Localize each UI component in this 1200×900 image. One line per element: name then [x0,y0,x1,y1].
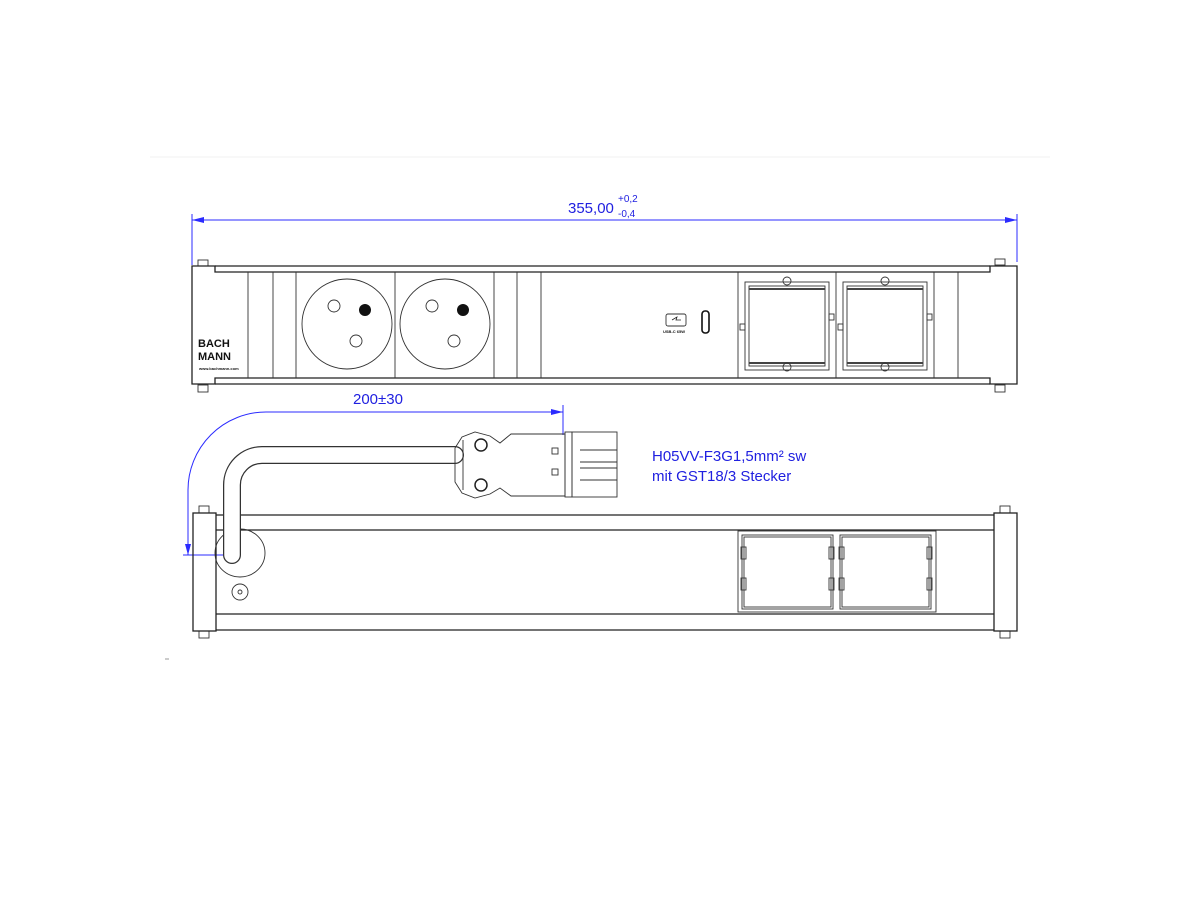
keystone-rear-2 [838,534,933,610]
rear-view [192,505,1018,639]
keystone-rear-1 [740,534,835,610]
logo-url: www.bachmann.com [198,366,239,371]
charging-icon [665,313,687,327]
logo-line1: BACH [198,338,230,350]
power-cable [223,446,464,564]
overall-length-tol-upper: +0,2 [618,194,638,205]
usb-c-module: USB-C 65W [663,310,710,334]
cable-spec-line2: mit GST18/3 Stecker [652,468,791,485]
socket-outlet-2 [399,278,491,370]
logo-line2: MANN [198,351,231,363]
overall-length-dimension: 355,00 +0,2 -0,4 [191,194,1018,265]
gst18-connector [454,431,618,499]
keystone-frame-1 [739,276,835,372]
overall-length-value: 355,00 [568,200,614,217]
screw-icon [231,583,249,601]
socket-outlet-1 [301,278,393,370]
cable-spec-line1: H05VV-F3G1,5mm² sw [652,448,806,465]
cable-length-value: 200±30 [353,391,403,408]
front-view: BACH MANN www.bachmann.com USB-C 65W [191,258,1018,393]
usb-label: USB-C 65W [663,329,685,334]
bachmann-logo: BACH MANN www.bachmann.com [198,338,239,371]
keystone-frame-2 [837,276,933,372]
usb-c-port [701,310,710,334]
overall-length-tol-lower: -0,4 [618,209,636,220]
